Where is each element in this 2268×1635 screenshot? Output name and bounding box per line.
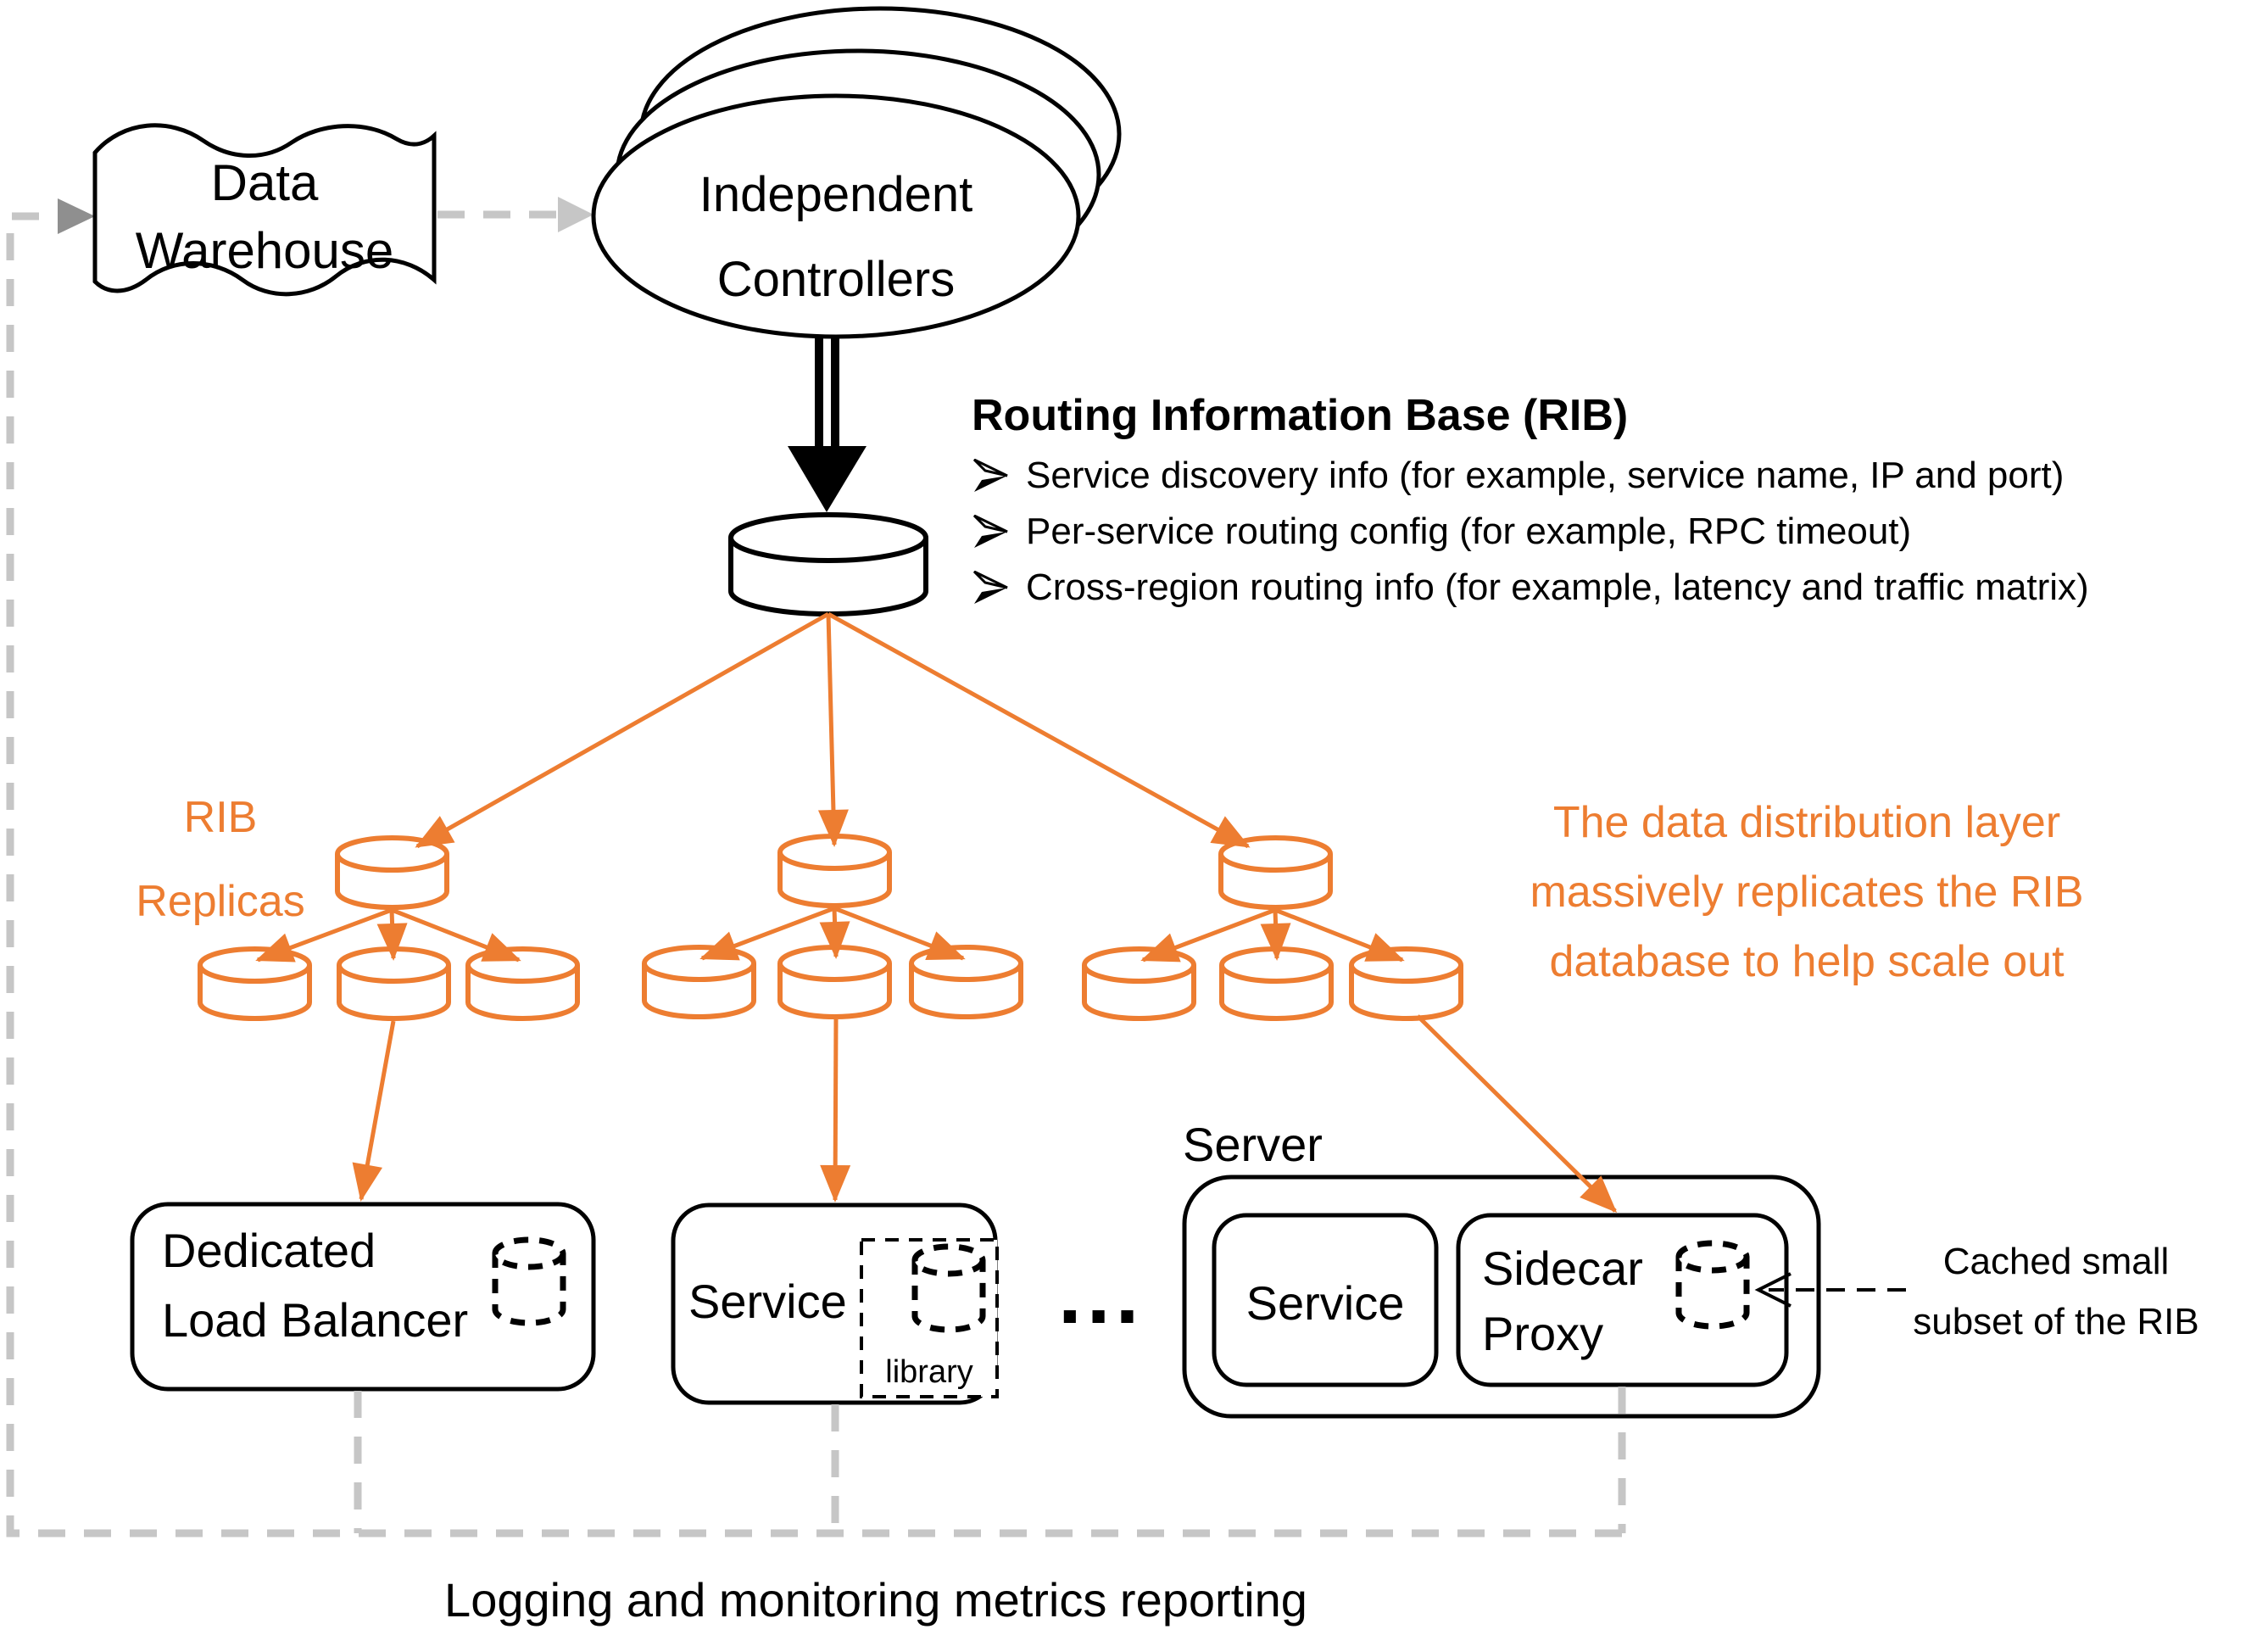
edge-boxes: [130, 1175, 1821, 1419]
rib-database-icon: [728, 512, 928, 617]
logging-note: Logging and monitoring metrics reporting: [444, 1573, 1307, 1627]
reporting-loop-dashed-line: [6, 210, 1622, 1537]
dedicated-load-balancer-box: [130, 1202, 596, 1392]
rib-bullet-text: Per-service routing config (for example,…: [1026, 511, 1912, 552]
server-label: Server: [1183, 1118, 1323, 1171]
library-cached-rib-icon: [915, 1247, 983, 1330]
replica-to-sidecar-arrow: [1416, 1014, 1618, 1214]
rib-bullet-list: Service discovery info (for example, ser…: [972, 448, 2089, 616]
service-label: Service: [688, 1275, 847, 1328]
rib-bullet-text: Cross-region routing info (for example, …: [1026, 566, 2089, 608]
server-service-label: Service: [1245, 1276, 1405, 1330]
distribution-layer-note: The data distribution layer massively re…: [1530, 798, 2084, 986]
replication-arrows: [255, 611, 1618, 1214]
cached-subset-dashed-arrow: [1754, 1272, 1906, 1308]
cached-subset-note: Cached small subset of the RIB: [1913, 1241, 2199, 1342]
bullet-arrow-icon: [972, 515, 1008, 548]
library-label: library: [885, 1354, 973, 1390]
dedicated-load-balancer-label: Dedicated Load Balancer: [162, 1224, 469, 1347]
independent-controllers-label: Independent Controllers: [699, 167, 973, 307]
bullet-arrow-icon: [972, 571, 1008, 604]
rib-bullet-item: Cross-region routing info (for example, …: [972, 560, 2089, 616]
replica-to-lb-arrow: [352, 1020, 396, 1202]
rib-bullet-item: Per-service routing config (for example,…: [972, 504, 2089, 560]
metrics-drop-lines: [354, 1387, 1626, 1533]
rib-replicas-label: RIB Replicas: [136, 793, 305, 926]
rib-replica-icons: [200, 836, 1461, 1018]
bullet-arrow-icon: [972, 459, 1008, 492]
server-service-box: [1212, 1213, 1439, 1387]
data-warehouse-label: Data Warehouse: [135, 154, 394, 279]
ellipsis-label: ...: [1058, 1247, 1145, 1342]
replica-to-service-arrow: [820, 1018, 851, 1203]
sidecar-proxy-label: Sidecar Proxy: [1482, 1242, 1643, 1360]
into-warehouse-arrowhead: [58, 198, 95, 234]
rib-bullet-item: Service discovery info (for example, ser…: [972, 448, 2089, 504]
data-warehouse-shape: [92, 123, 437, 297]
rib-title: Routing Information Base (RIB): [972, 391, 1629, 440]
into-controllers-arrowhead: [558, 197, 593, 232]
controllers-to-rib-arrow: [788, 336, 867, 512]
rib-bullet-text: Service discovery info (for example, ser…: [1026, 455, 2065, 496]
independent-controllers-shape: [591, 6, 1122, 339]
